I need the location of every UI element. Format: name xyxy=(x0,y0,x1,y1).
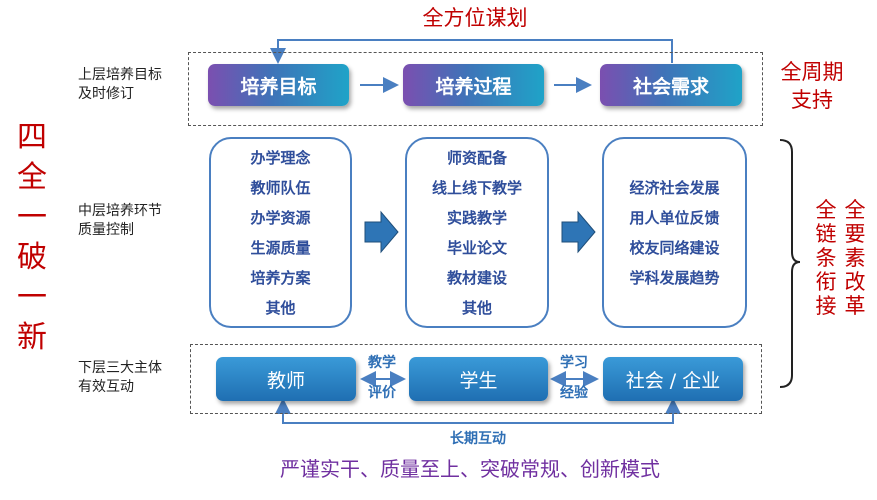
society-enterprise-button[interactable]: 社会 / 企业 xyxy=(603,357,743,401)
teaching-evaluation-label: 教学 评价 xyxy=(360,355,404,402)
full-cycle-label: 全周期 支持 xyxy=(772,58,852,114)
link-line: 评价 xyxy=(368,385,396,401)
list-item: 校友同络建设 xyxy=(629,238,720,257)
vert-char: 要 xyxy=(844,222,866,246)
middle-row-label: 中层培养环节 质量控制 xyxy=(78,202,162,240)
lower-dashed-frame xyxy=(190,344,762,414)
middle-label-line: 质量控制 xyxy=(78,222,134,238)
full-cycle-line: 支持 xyxy=(791,88,833,112)
list-item: 其他 xyxy=(265,298,296,317)
middle-label-line: 中层培养环节 xyxy=(78,203,162,219)
vert-char: 接 xyxy=(815,294,837,318)
upper-label-line: 上层培养目标 xyxy=(78,67,162,83)
list-item: 办学资源 xyxy=(250,208,311,227)
title-char: 破 xyxy=(17,240,47,275)
goal-button[interactable]: 培养目标 xyxy=(208,64,349,106)
full-element-label: 全 要 素 改 革 xyxy=(843,198,867,318)
list-item: 培养方案 xyxy=(250,268,311,287)
title-char: 四 xyxy=(17,120,47,155)
title-char: 一 xyxy=(17,280,47,315)
middle-arrow-2 xyxy=(561,210,596,254)
list-item: 其他 xyxy=(461,298,492,317)
list-item: 线上线下教学 xyxy=(431,178,522,197)
list-item: 生源质量 xyxy=(250,238,311,257)
right-bracket xyxy=(779,139,801,388)
list-item: 师资配备 xyxy=(446,148,507,167)
middle-box-2: 师资配备 线上线下教学 实践教学 毕业论文 教材建设 其他 xyxy=(405,137,549,328)
student-button[interactable]: 学生 xyxy=(409,357,548,401)
middle-box-1: 办学理念 教师队伍 办学资源 生源质量 培养方案 其他 xyxy=(209,137,352,328)
middle-arrow-1 xyxy=(364,210,399,254)
list-item: 毕业论文 xyxy=(446,238,507,257)
vert-char: 全 xyxy=(844,198,866,222)
list-item: 办学理念 xyxy=(250,148,311,167)
list-item: 学科发展趋势 xyxy=(629,268,720,287)
link-line: 学习 xyxy=(560,355,588,371)
middle-box-3: 经济社会发展 用人单位反馈 校友同络建设 学科发展趋势 xyxy=(602,137,747,328)
link-line: 经验 xyxy=(560,385,588,401)
learning-experience-label: 学习 经验 xyxy=(551,355,597,402)
list-item: 实践教学 xyxy=(446,208,507,227)
list-item: 教材建设 xyxy=(446,268,507,287)
bottom-slogan: 严谨实干、质量至上、突破常规、创新模式 xyxy=(280,457,660,481)
long-term-arrow xyxy=(275,398,681,424)
list-item: 教师队伍 xyxy=(250,178,311,197)
full-chain-label: 全 链 条 衔 接 xyxy=(814,198,838,318)
lower-label-line: 下层三大主体 xyxy=(78,360,162,376)
title-char: 新 xyxy=(17,320,47,355)
vert-char: 衔 xyxy=(815,270,837,294)
list-item: 经济社会发展 xyxy=(629,178,720,197)
upper-dashed-frame xyxy=(188,52,763,126)
title-char: 全 xyxy=(17,160,47,195)
vert-char: 链 xyxy=(815,222,837,246)
vert-char: 改 xyxy=(844,270,866,294)
main-title-vertical: 四 全 一 破 一 新 xyxy=(14,118,50,358)
vert-char: 素 xyxy=(844,246,866,270)
link-line: 教学 xyxy=(368,355,396,371)
upper-row-label: 上层培养目标 及时修订 xyxy=(78,66,162,104)
lower-label-line: 有效互动 xyxy=(78,379,134,395)
full-cycle-line: 全周期 xyxy=(780,60,844,84)
top-label: 全方位谋划 xyxy=(422,6,528,30)
long-term-label: 长期互动 xyxy=(450,431,506,447)
teacher-button[interactable]: 教师 xyxy=(216,357,356,401)
social-demand-button[interactable]: 社会需求 xyxy=(600,64,742,106)
lower-row-label: 下层三大主体 有效互动 xyxy=(78,359,162,397)
title-char: 一 xyxy=(17,200,47,235)
vert-char: 条 xyxy=(815,246,837,270)
vert-char: 革 xyxy=(844,294,866,318)
top-loop-arrow xyxy=(270,39,673,64)
process-button[interactable]: 培养过程 xyxy=(403,64,544,106)
list-item: 用人单位反馈 xyxy=(629,208,720,227)
vert-char: 全 xyxy=(815,198,837,222)
upper-label-line: 及时修订 xyxy=(78,86,134,102)
